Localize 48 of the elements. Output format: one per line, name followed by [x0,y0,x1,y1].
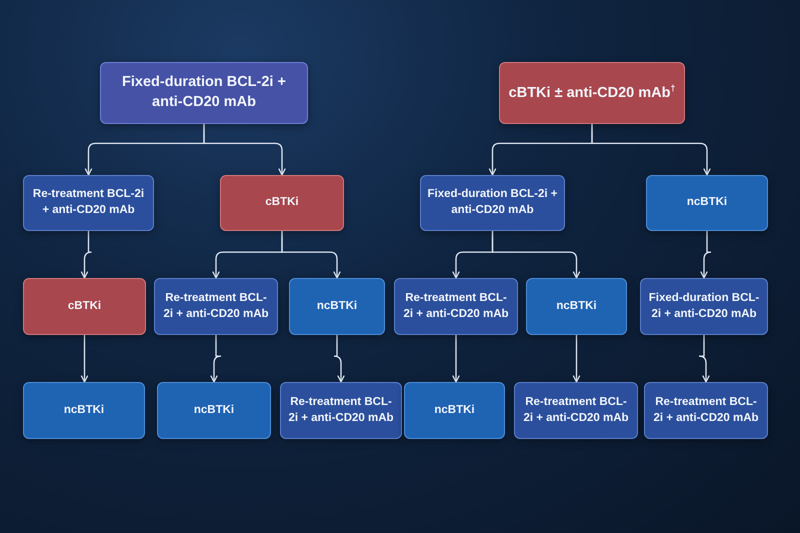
arrow [591,124,711,176]
arrow [333,335,345,383]
treatment-box [499,62,685,124]
treatment-label: cBTKi [265,195,299,210]
treatment-box [420,175,565,231]
arrow [80,335,88,383]
arrow [698,335,710,383]
treatment-box [23,382,145,439]
treatment-box [644,382,768,439]
treatment-box [154,278,278,335]
treatment-label: cBTKi ± anti-CD20 mAb$^{†}$ [508,82,676,103]
treatment-label: ncBTKi [316,298,358,314]
treatment-label: Fixed-duration BCL-2i + anti-CD20 mAb [427,187,558,218]
treatment-box [157,382,271,439]
treatment-box [394,278,518,335]
treatment-label: ncBTKi [194,402,234,418]
arrow [492,231,580,279]
arrow [452,335,460,383]
treatment-box [514,382,638,439]
treatment-label: Re-treatment BCL-2i + anti-CD20 mAb [652,394,760,426]
treatment-box [646,175,768,231]
treatment-label: Fixed-duration BCL-2i + anti-CD20 mAb [121,73,287,112]
treatment-label: Re-treatment BCL-2i + anti-CD20 mAb [287,394,395,426]
arrow [210,335,222,383]
treatment-box [404,382,505,439]
treatment-box [100,62,308,124]
arrow [700,231,712,279]
treatment-label: Fixed-duration BCL-2i + anti-CD20 mAb [648,290,760,322]
arrow [203,124,286,176]
arrow [281,231,341,279]
arrow [80,231,92,279]
arrow [572,335,580,383]
treatment-box [280,382,402,439]
treatment-box [289,278,385,335]
treatment-box [640,278,768,335]
treatment-label: ncBTKi [434,402,475,418]
treatment-label: cBTKi [68,298,102,314]
treatment-label: Re-treatment BCL-2i + anti-CD20 mAb [162,290,270,322]
treatment-label: ncBTKi [556,298,597,314]
treatment-box [526,278,627,335]
treatment-label: Re-treatment BCL-2i + anti-CD20 mAb [402,290,510,322]
treatment-label: ncBTKi [686,195,728,210]
treatment-label: Re-treatment BCL-2i + anti-CD20 mAb [522,394,630,426]
treatment-box [23,278,146,335]
treatment-box [220,175,344,231]
treatment-label: ncBTKi [64,402,104,418]
treatment-box [23,175,154,231]
treatment-label: Re-treatment BCL-2i + anti-CD20 mAb [32,187,146,218]
